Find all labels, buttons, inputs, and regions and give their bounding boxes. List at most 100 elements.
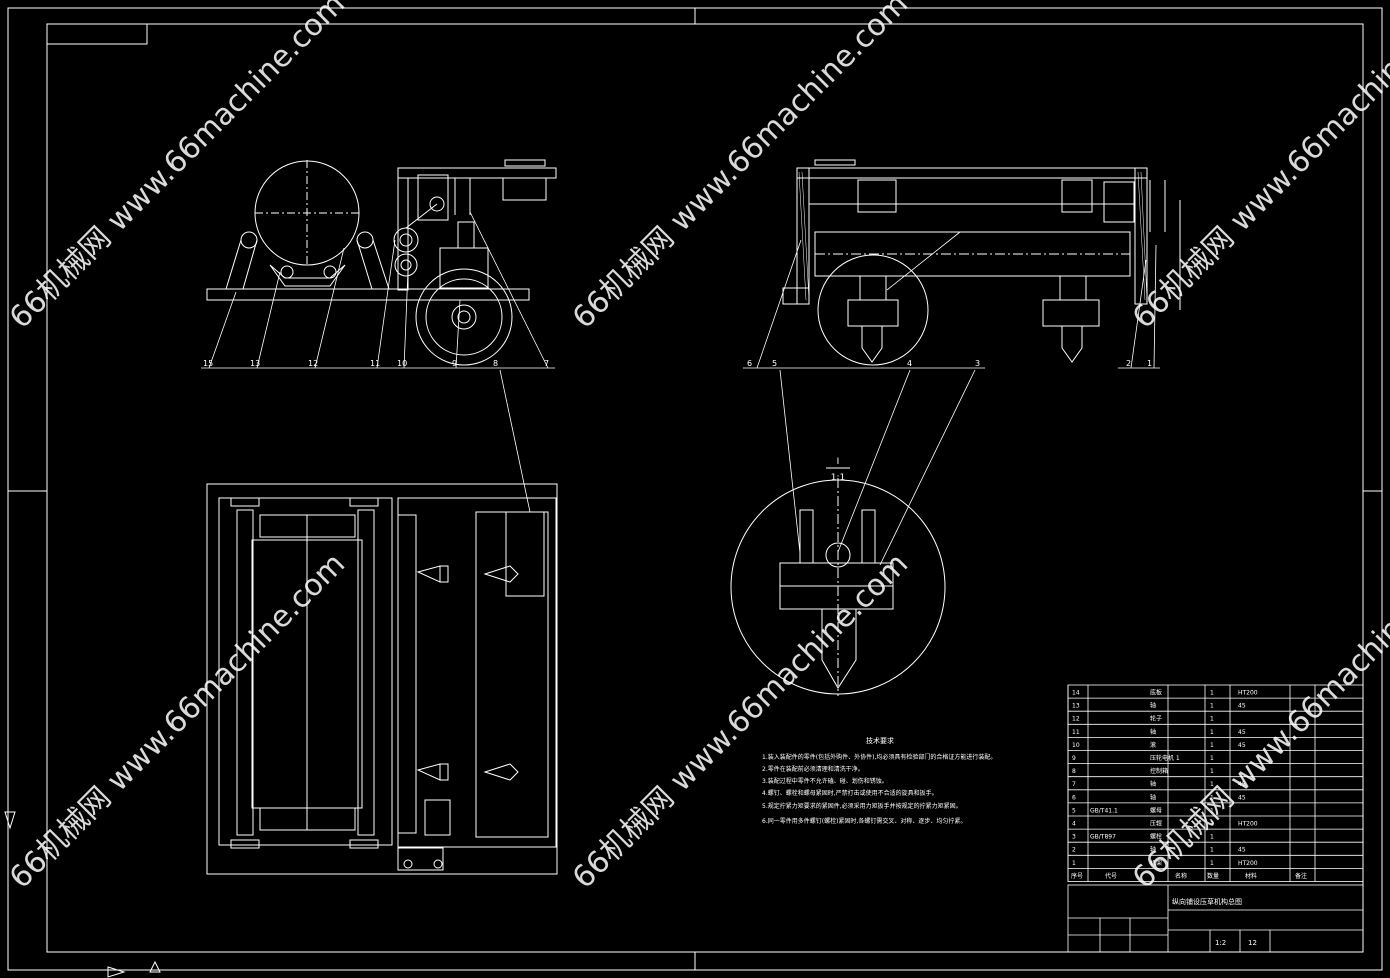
balloon-12: 12 [308, 359, 318, 368]
bom-row-material: 45 [1238, 742, 1246, 749]
bom-row-name: 压辊 [1150, 820, 1162, 828]
bom-row-no: 13 [1072, 703, 1080, 710]
balloons-left: 15 13 12 11 10 9 8 7 [203, 359, 549, 368]
balloon-3: 3 [975, 359, 980, 368]
bom-header-cell: 代号 [1105, 872, 1117, 880]
bom-row-material: 45 [1238, 729, 1246, 736]
tech-note-3: 3.装配过程中零件不允许磕、碰、划伤和锈蚀。 [762, 777, 888, 785]
bom-row-material: HT200 [1238, 690, 1258, 697]
balloon-8: 8 [493, 359, 498, 368]
bom-header-cell: 名称 [1175, 872, 1187, 880]
bom-row-no: 6 [1072, 794, 1076, 801]
drawing-title: 纵向铺设压草机构总图 [1172, 897, 1242, 906]
tech-requirements: 技术要求 1.装入装配件的零件(包括外购件、外协件),均必须具有检验部门的合格证… [762, 736, 996, 825]
watermark-1: 66机械网 www.66machine.com [3, 0, 352, 336]
bom-row-qty: 1 [1210, 768, 1214, 775]
bom-row-name: 轴 [1150, 793, 1156, 801]
bom-row-code: GB/T897 [1090, 834, 1116, 841]
balloon-4: 4 [907, 359, 912, 368]
tech-note-5: 5.规定拧紧力矩要求的紧固件,必须采用力矩扳手并按规定的拧紧力矩紧固。 [762, 802, 962, 810]
bom-row-qty: 1 [1210, 860, 1214, 867]
bom-row-name: 轴 [1150, 846, 1156, 854]
balloon-10: 10 [397, 359, 407, 368]
bom-row-no: 11 [1072, 729, 1080, 736]
front-view-left [206, 159, 557, 366]
watermark-6: 66机械网 www.66machine.com [1126, 546, 1390, 895]
bom-row-name: 滚 [1150, 741, 1156, 749]
leaders-right [743, 231, 1160, 369]
bom-row-no: 8 [1072, 768, 1076, 775]
bom-row-qty: 1 [1210, 742, 1214, 749]
balloon-15: 15 [203, 359, 213, 368]
bom-row-name: 螺栓 [1150, 833, 1162, 841]
bom-row-name: 螺母 [1150, 806, 1162, 814]
bom-row-name: 压轮电机 1 [1150, 754, 1180, 762]
bom-row-no: 3 [1072, 834, 1076, 841]
bom-row-material: HT200 [1238, 860, 1258, 867]
bom-row-qty: 1 [1210, 781, 1214, 788]
bom-row-code: GB/T41.1 [1090, 807, 1118, 814]
title-block-text: 纵向铺设压草机构总图 1:2 12 [1172, 897, 1257, 947]
bom-header-cell: 序号 [1071, 872, 1083, 880]
bom-row-material: 45 [1238, 781, 1246, 788]
balloon-9: 9 [452, 359, 457, 368]
tech-note-1: 1.装入装配件的零件(包括外购件、外协件),均必须具有检验部门的合格证方能进行装… [762, 753, 996, 761]
drawing-scale: 1:2 [1215, 939, 1226, 947]
bom-row-material: HT200 [1238, 821, 1258, 828]
leaders-detail [499, 369, 976, 566]
sheet-border [4, 7, 1383, 978]
bom-row-qty: 1 [1210, 755, 1214, 762]
bom-table [1067, 684, 1364, 882]
section-label: I [837, 457, 840, 467]
section-scale: 1:1 [831, 473, 845, 483]
balloon-1: 1 [1147, 359, 1152, 368]
bom-row-no: 10 [1072, 742, 1080, 749]
bom-header-cell: 备注 [1295, 872, 1307, 880]
watermark-5: 66机械网 www.66machine.com [566, 546, 915, 895]
bom-row-qty: 1 [1210, 794, 1214, 801]
bom-row-qty: 1 [1210, 716, 1214, 723]
bom-row-material: 45 [1238, 847, 1246, 854]
tech-note-4: 4.螺钉、螺栓和螺母紧固时,严禁打击或使用不合适的旋具和扳手。 [762, 789, 938, 797]
bom-row-no: 12 [1072, 716, 1080, 723]
plan-view [206, 483, 558, 875]
bom-row-qty: 1 [1210, 847, 1214, 854]
bom-row-qty: 1 [1210, 729, 1214, 736]
tech-note-2: 2.零件在装配前必须清理和清洗干净。 [762, 765, 864, 773]
bom-row-qty: 1 [1210, 703, 1214, 710]
bom-row-no: 1 [1072, 860, 1076, 867]
bom-row-name: 控制箱 [1150, 767, 1168, 775]
bom-row-qty: 1 [1210, 690, 1214, 697]
bom-row-name: 轴 [1150, 728, 1156, 736]
bom-header-cell: 数量 [1207, 872, 1219, 880]
section-marker: I 1:1 [826, 457, 850, 483]
sheet-number: 12 [1248, 939, 1257, 947]
watermarks: 66机械网 www.66machine.com 66机械网 www.66mach… [3, 0, 1390, 896]
title-block [1067, 884, 1364, 953]
watermark-4: 66机械网 www.66machine.com [3, 546, 352, 895]
bom-row-name: 轴 [1150, 702, 1156, 710]
balloon-6: 6 [747, 359, 752, 368]
detail-view [730, 478, 946, 696]
balloon-5: 5 [772, 359, 777, 368]
balloon-7: 7 [544, 359, 549, 368]
bom-row-name: 机架 [1150, 859, 1162, 867]
tech-note-6: 6.同一零件用多件螺钉(螺栓)紧固时,各螺钉需交叉、对称、逐步、均匀拧紧。 [762, 817, 966, 825]
bom-row-material: 45 [1238, 703, 1246, 710]
watermark-3: 66机械网 www.66machine.com [1126, 0, 1390, 336]
balloons-right: 6 5 4 3 2 1 [747, 359, 1152, 368]
balloon-2: 2 [1126, 359, 1131, 368]
bom-row-material: 45 [1238, 794, 1246, 801]
bom-row-name: 轴 [1150, 780, 1156, 788]
side-view-right [782, 159, 1181, 366]
bom-row-no: 5 [1072, 807, 1076, 814]
bom-row-no: 9 [1072, 755, 1076, 762]
bom-row-no: 14 [1072, 690, 1080, 697]
balloon-13: 13 [250, 359, 260, 368]
bom-row-qty: 1 [1210, 821, 1214, 828]
bom-row-name: 轮子 [1150, 715, 1162, 723]
bom-row-name: 底板 [1150, 689, 1162, 697]
bom-row-no: 7 [1072, 781, 1076, 788]
